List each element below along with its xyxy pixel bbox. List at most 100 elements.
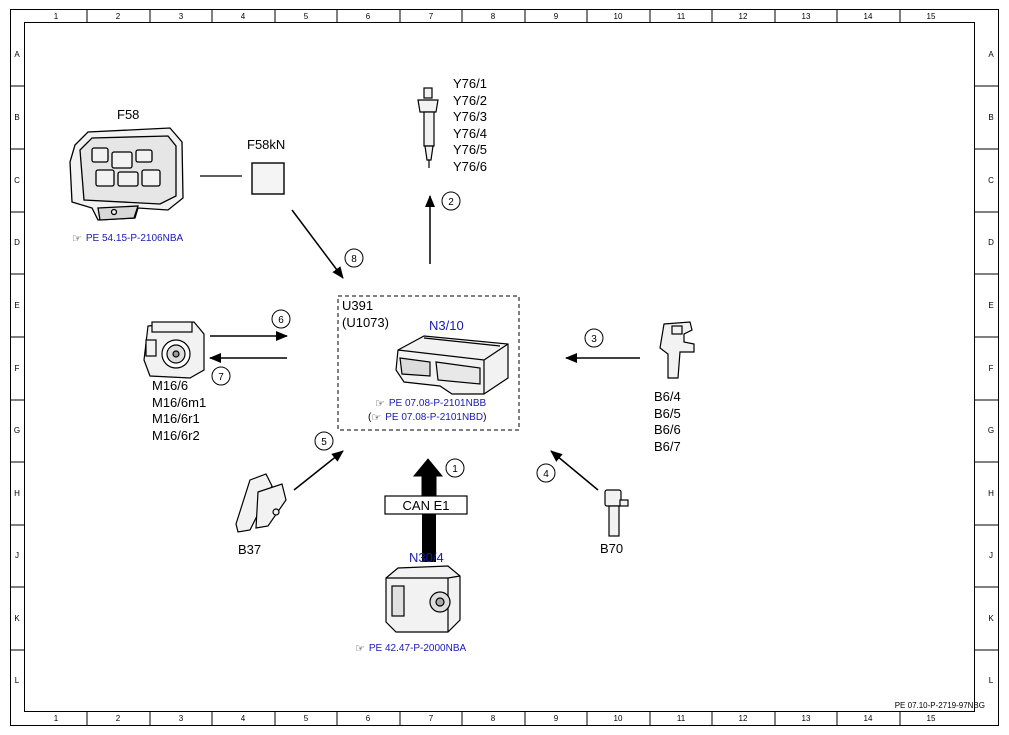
- row-label-right: L: [989, 676, 994, 685]
- throttle-label: M16/6: [152, 378, 189, 393]
- camshaft-sensor-label: B6/5: [654, 405, 681, 421]
- marker-1: [445, 458, 465, 478]
- col-label-bottom: 6: [366, 714, 371, 723]
- row-label: J: [15, 551, 19, 560]
- row-label: G: [14, 426, 20, 435]
- arrow-8: [291, 209, 344, 279]
- row-label: F: [15, 364, 20, 373]
- col-label-bottom: 3: [179, 714, 184, 723]
- col-label-bottom: 10: [614, 714, 623, 723]
- ecu-label-line2: (U1073): [342, 314, 389, 330]
- col-label-bottom: 1: [54, 714, 59, 723]
- can-label: CAN E1: [403, 498, 450, 513]
- pointing-hand-icon: ☞: [375, 398, 385, 410]
- row-label: H: [14, 489, 20, 498]
- col-label-bottom: 4: [241, 714, 246, 723]
- col-label: 5: [304, 12, 309, 21]
- row-label-right: B: [988, 113, 993, 122]
- outer-frame: [10, 9, 999, 726]
- ecu-dashed-box: [337, 295, 520, 431]
- row-label-right: G: [988, 426, 994, 435]
- injector-label: Y76/5: [453, 142, 487, 157]
- signal-markers: [211, 191, 604, 483]
- ecu-ref-2[interactable]: (☞PE 07.08-P-2101NBD): [368, 411, 486, 424]
- row-label: D: [14, 238, 20, 247]
- injector-label: Y76/6: [453, 158, 487, 174]
- marker-6-label: 6: [278, 315, 284, 326]
- abs-module-code: N30/4: [409, 550, 444, 565]
- col-label: 15: [927, 12, 936, 21]
- marker-1-label: 1: [452, 464, 458, 475]
- fuse-box-ref[interactable]: ☞PE 54.15-P-2106NBA: [72, 232, 183, 245]
- col-label-bottom: 9: [554, 714, 559, 723]
- injector-icon: [417, 87, 439, 168]
- ecu-ref-2-text: PE 07.08-P-2101NBD: [385, 412, 484, 423]
- signal-arrows: [209, 195, 640, 491]
- row-label: C: [14, 176, 20, 185]
- marker-4-label: 4: [543, 469, 549, 480]
- abs-module-ref-text: PE 42.47-P-2000NBA: [368, 643, 467, 654]
- col-label-bottom: 2: [116, 714, 121, 723]
- col-label: 6: [366, 12, 371, 21]
- ecu-icon: [395, 335, 509, 395]
- row-label-right: J: [989, 551, 993, 560]
- marker-6: [271, 309, 291, 329]
- camshaft-sensor-label: B6/4: [654, 389, 681, 404]
- col-label-bottom: 8: [491, 714, 496, 723]
- col-label-bottom: 13: [802, 714, 811, 723]
- ecu-label-line1: U391: [342, 298, 374, 313]
- fuse-box-icon: [69, 127, 184, 221]
- marker-4: [536, 463, 556, 483]
- row-label-right: C: [988, 176, 994, 185]
- arrow-5: [293, 450, 344, 491]
- arrow-4: [550, 450, 599, 491]
- marker-2-label: 2: [448, 197, 454, 208]
- abs-module-ref[interactable]: ☞PE 42.47-P-2000NBA: [355, 642, 466, 655]
- row-label: K: [14, 614, 20, 623]
- marker-3-label: 3: [591, 334, 597, 345]
- col-label-bottom: 12: [739, 714, 748, 723]
- pointing-hand-icon: ☞: [371, 412, 382, 424]
- col-label-bottom: 14: [864, 714, 873, 723]
- marker-5: [314, 431, 334, 451]
- camshaft-sensor-label: B6/6: [654, 422, 681, 437]
- row-label-right: E: [988, 301, 993, 310]
- marker-7-label: 7: [218, 372, 224, 383]
- injector-label: Y76/1: [453, 76, 487, 91]
- col-label: 14: [864, 12, 873, 21]
- marker-3: [584, 328, 604, 348]
- ecu-ref-1[interactable]: ☞PE 07.08-P-2101NBB: [375, 397, 486, 410]
- footer-code: PE 07.10-P-2719-97NBG: [895, 701, 985, 710]
- col-label: 11: [677, 12, 686, 21]
- col-label: 2: [116, 12, 121, 21]
- marker-8-label: 8: [351, 254, 357, 265]
- row-label: B: [14, 113, 19, 122]
- col-label: 9: [554, 12, 559, 21]
- row-label-right: D: [988, 238, 994, 247]
- row-label-right: A: [988, 50, 994, 59]
- col-label-bottom: 11: [677, 714, 686, 723]
- row-label: A: [14, 50, 20, 59]
- ecu-ref-2-close: ): [483, 412, 487, 423]
- fuse-box-label: F58: [117, 107, 140, 122]
- col-label: 13: [802, 12, 811, 21]
- col-label: 3: [179, 12, 184, 21]
- pedal-sensor-icon: [235, 473, 287, 533]
- pointing-hand-icon: ☞: [355, 643, 365, 655]
- relay-label: F58kN: [247, 137, 286, 152]
- can-block-arrow: [384, 458, 468, 562]
- marker-8: [344, 248, 364, 268]
- injector-label: Y76/4: [453, 125, 487, 141]
- grid-ticks: [10, 10, 998, 725]
- col-label: 12: [739, 12, 748, 21]
- injector-labels: Y76/1 Y76/2 Y76/3 Y76/4 Y76/5 Y76/6: [453, 76, 487, 175]
- ecu-labels: U391 (U1073): [342, 298, 389, 331]
- col-label-bottom: 15: [927, 714, 936, 723]
- row-label-right: F: [989, 364, 994, 373]
- camshaft-sensor-icon: [659, 321, 695, 379]
- marker-7: [211, 366, 231, 386]
- pointing-hand-icon: ☞: [72, 233, 82, 245]
- row-label: E: [14, 301, 19, 310]
- col-label: 7: [429, 12, 434, 21]
- marker-2: [441, 191, 461, 211]
